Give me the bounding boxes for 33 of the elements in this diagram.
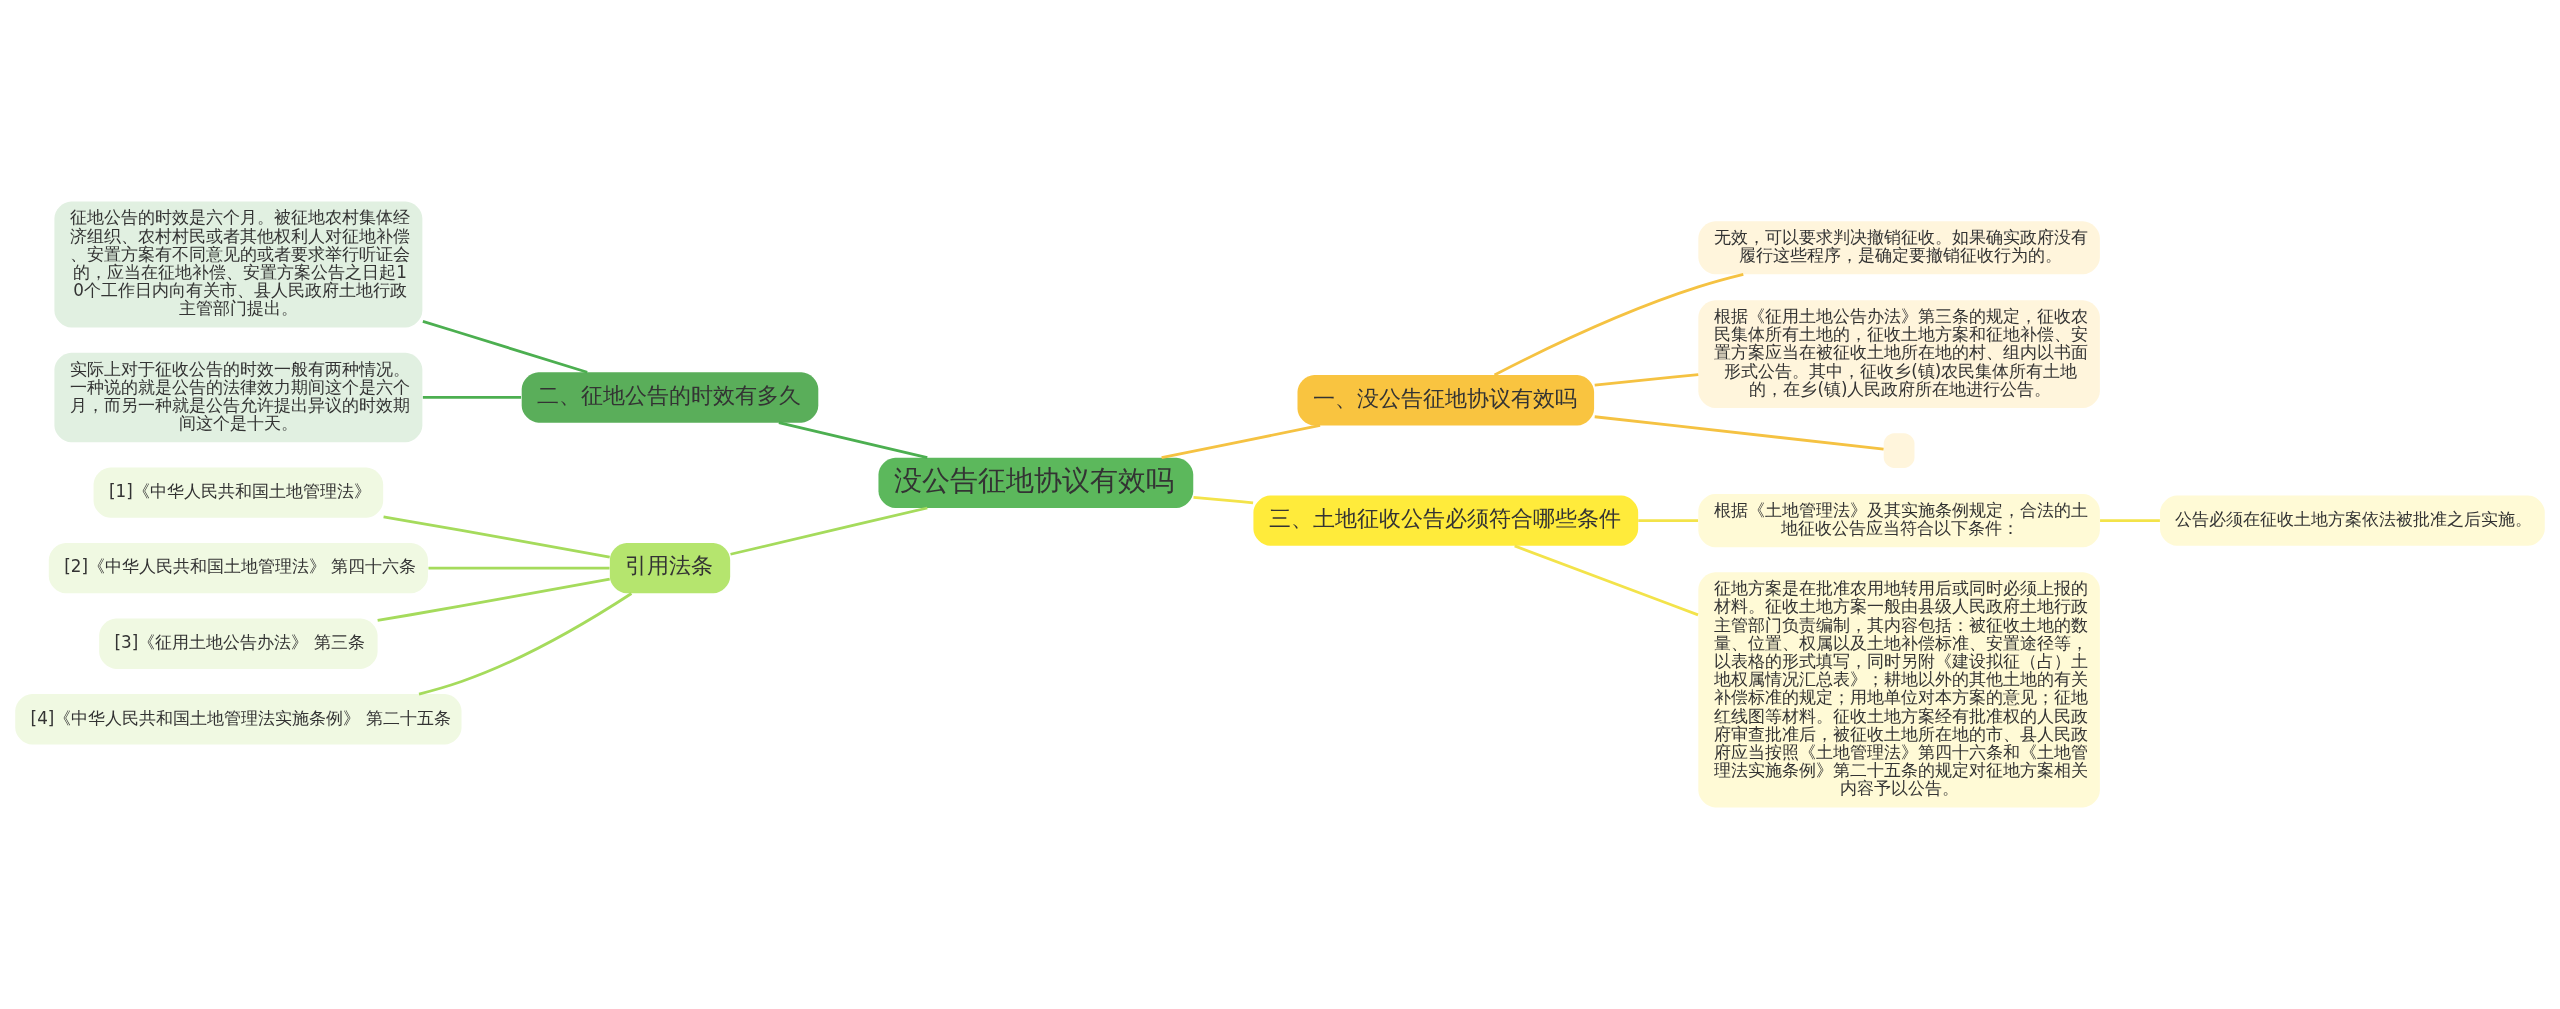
connector [418,592,633,696]
node-box: 征地方案是在批准农用地转用后或同时必须上报的材料。征收土地方案一般由县级人民政府土地行政主管部门负责编制，其内容包括：被征收土地的数量、位置、权属以及土地补偿标准、安置途径等，以表格的形式填写，同时另附《建设拟征（占）土地权属情况汇总表》；耕地以外的其他土地的有关补偿标准的规定；用地单位对本方案的意见；征地红线图等材料。征收土地方案经有批准权的人民政府审查批准后，被征收土地所在地的市、县人民政府应当按照《土地管理法》第四十六条和《土地管理法实施条例》第二十五条的规定对征地方案相关内容予以公告。 [1698,572,2100,808]
connector [1493,273,1744,377]
connector [383,515,610,559]
node-box: [3]《征用土地公告办法》 第三条 [99,618,378,669]
node-box: [1]《中华人民共和国土地管理法》 [93,467,384,518]
node-box: 没公告征地协议有效吗 [878,457,1194,508]
node-box: 根据《土地管理法》及其实施条例规定，合法的土地征收公告应当符合以下条件： [1698,494,2100,548]
connector [1594,415,1884,451]
connector [422,319,588,374]
node-box: 一、没公告征地协议有效吗 [1297,375,1595,426]
connector [2100,519,2160,522]
connector [1161,424,1321,459]
connector [1638,519,1699,522]
connector [730,506,928,556]
node-box: 根据《征用土地公告办法》第三条的规定，征收农民集体所有土地的，征收土地方案和征地补偿、安置方案应当在被征收土地所在地的村、组内以书面形式公告。其中，征收乡(镇)农民集体所有土地的，在乡(镇)人民政府所在地进行公告。 [1698,300,2100,408]
node-box: 三、土地征收公告必须符合哪些条件 [1253,495,1639,546]
node-box [1883,433,1915,469]
node-box: 征地公告的时效是六个月。被征地农村集体经济组织、农村村民或者其他权利人对征地补偿、安置方案有不同意见的或者要求举行听证会的，应当在征地补偿、安置方案公告之日起10个工作日内向有关市、县人民政府土地行政主管部门提出。 [54,201,423,328]
connector [377,577,610,622]
connector [1193,495,1254,505]
connector [428,566,610,570]
connector [422,396,522,399]
node-box: [4]《中华人民共和国土地管理法实施条例》 第二十五条 [15,694,462,745]
node-box: 引用法条 [609,543,731,594]
connector [778,421,928,459]
connector [1514,544,1699,617]
node-box: [2]《中华人民共和国土地管理法》 第四十六条 [48,543,428,594]
node-box: 公告必须在征收土地方案依法被批准之后实施。 [2160,495,2545,546]
connector [1594,373,1699,387]
node-box: 无效，可以要求判决撤销征收。如果确实政府没有履行这些程序，是确定要撤销征收行为的。 [1698,221,2100,275]
node-box: 实际上对于征收公告的时效一般有两种情况。一种说的就是公告的法律效力期间这个是六个月，而另一种就是公告允许提出异议的时效期间这个是十天。 [54,352,423,443]
node-box: 二、征地公告的时效有多久 [521,372,819,423]
